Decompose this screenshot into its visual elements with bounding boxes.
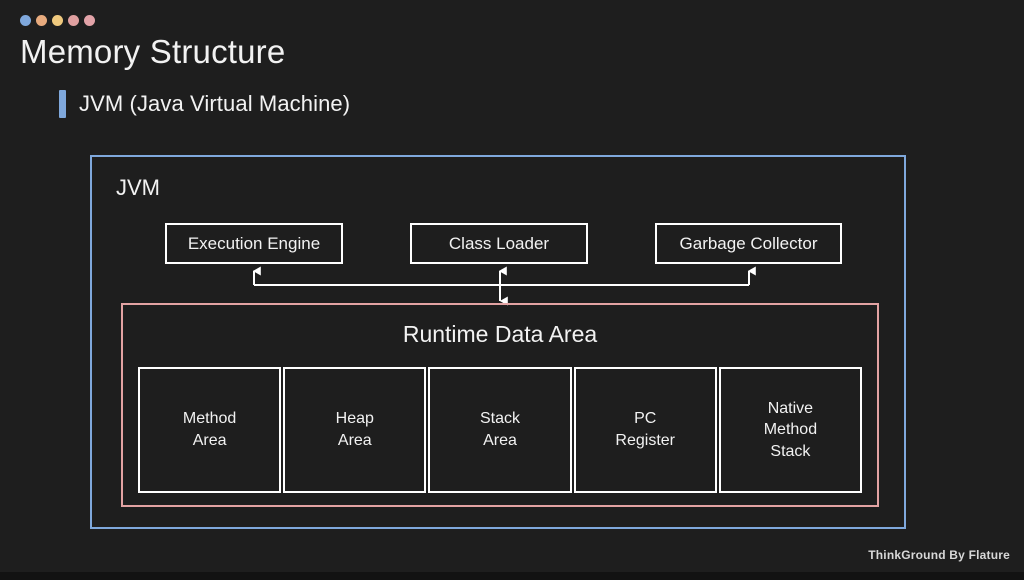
dot-blue xyxy=(20,15,31,26)
runtime-data-area-title: Runtime Data Area xyxy=(402,321,598,347)
bottom-strip xyxy=(0,572,1024,580)
memory-area-cell: Heap Area xyxy=(283,367,427,493)
decorative-dots xyxy=(20,15,95,26)
component-box-class-loader: Class Loader xyxy=(410,223,588,264)
dot-gold xyxy=(52,15,63,26)
memory-area-cell: Method Area xyxy=(138,367,282,493)
component-box-garbage-collector: Garbage Collector xyxy=(655,223,842,264)
component-box-execution-engine: Execution Engine xyxy=(165,223,343,264)
jvm-label: JVM xyxy=(116,175,160,200)
dot-peach xyxy=(36,15,47,26)
dot-pink-2 xyxy=(84,15,95,26)
component-label: Class Loader xyxy=(448,233,550,253)
memory-area-cell: Stack Area xyxy=(428,367,572,493)
component-label: Garbage Collector xyxy=(679,233,818,253)
memory-area-cell: Native Method Stack xyxy=(718,367,863,493)
jvm-container-box: JVM Execution Engine Class Loader Garbag… xyxy=(90,155,906,529)
dot-pink-1 xyxy=(68,15,79,26)
memory-area-cell: PC Register xyxy=(573,367,717,493)
subtitle-accent-bar xyxy=(59,90,66,118)
footer-credit: ThinkGround By Flature xyxy=(868,548,1010,562)
component-label: Execution Engine xyxy=(187,233,321,253)
page-title: Memory Structure xyxy=(20,33,286,70)
subtitle-label: JVM (Java Virtual Machine) xyxy=(79,91,351,116)
subtitle: JVM (Java Virtual Machine) xyxy=(59,90,350,118)
